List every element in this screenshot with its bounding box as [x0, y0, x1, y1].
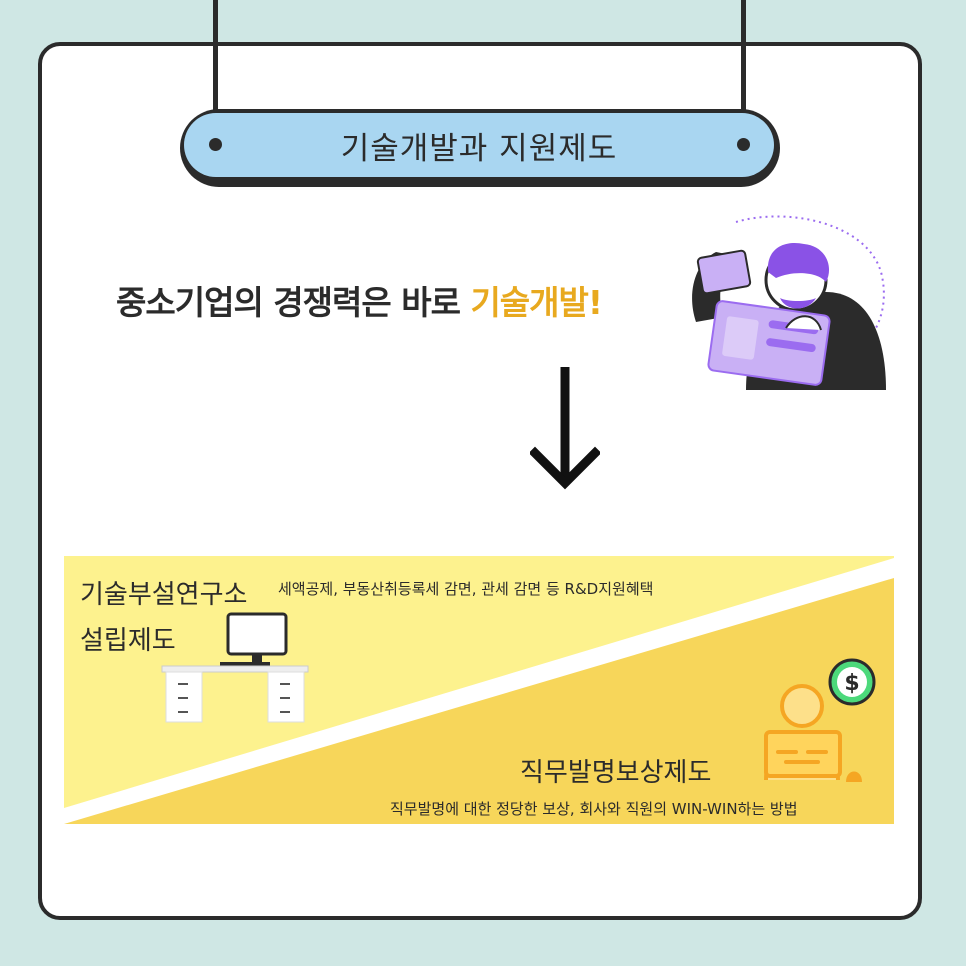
research-lab-title-line1: 기술부설연구소 [80, 580, 248, 610]
invention-reward-note: 직무발명에 대한 정당한 보상, 회사와 직원의 WIN-WIN하는 방법 [390, 800, 798, 818]
down-arrow-icon [530, 367, 600, 490]
dollar-coin-icon: $ [828, 658, 876, 706]
research-lab-title-line2: 설립제도 [80, 626, 176, 656]
headline-text: 중소기업의 경쟁력은 바로 [116, 283, 471, 322]
hanging-line-left [213, 0, 218, 152]
research-lab-benefits: 세액공제, 부동산취등록세 감면, 관세 감면 등 R&D지원혜택 [278, 580, 654, 598]
pill-dot-left [209, 138, 222, 151]
pill-dot-right [737, 138, 750, 151]
worker-laptop-icon: $ [764, 658, 876, 782]
hanging-line-right [741, 0, 746, 152]
headline-highlight: 기술개발! [470, 283, 602, 322]
invention-reward-title: 직무발명보상제도 [520, 758, 712, 788]
svg-text:$: $ [844, 671, 859, 696]
title-pill: 기술개발과 지원제도 [184, 113, 774, 177]
page-title: 기술개발과 지원제도 [340, 130, 618, 167]
headline: 중소기업의 경쟁력은 바로 기술개발! [116, 276, 603, 324]
person-with-tablet-icon [692, 215, 886, 390]
desk-computer-icon [161, 612, 309, 723]
